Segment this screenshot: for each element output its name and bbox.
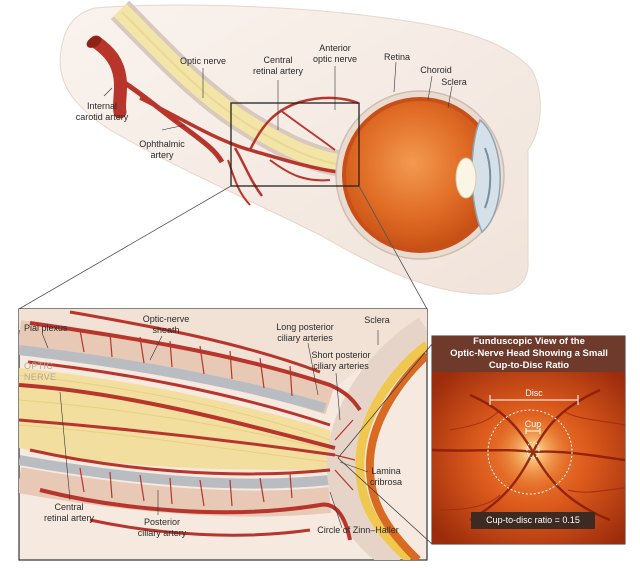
top-leader-lines (103, 61, 453, 131)
connector-lines (337, 343, 433, 545)
label-central-retinal-artery-detail: Central retinal artery (43, 502, 95, 523)
eyeball (335, 90, 505, 260)
label-central-retinal-artery: Central retinal artery (252, 55, 304, 76)
cup-to-disc-ratio: Cup-to-disc ratio = 0.15 (471, 512, 595, 529)
label-pial-plexus: Pial plexus (24, 323, 68, 333)
detail-panel (18, 308, 428, 561)
cup-label: Cup (524, 419, 542, 429)
label-optic-nerve-sheath: Optic-nerve sheath (142, 314, 190, 335)
label-circle-of-zinn-haller: Circle of Zinn–Haller (317, 525, 399, 535)
disc-label: Disc (525, 388, 543, 398)
label-optic-nerve: Optic nerve (179, 56, 227, 66)
label-sclera-detail: Sclera (364, 315, 390, 325)
zoom-lines (18, 185, 428, 310)
label-internal-carotid-artery: Internal carotid artery (75, 101, 129, 122)
label-posterior-ciliary-artery: Posterior ciliary artery (137, 517, 187, 538)
label-short-posterior-ciliary-arteries: Short posterior ciliary arteries (311, 350, 371, 371)
zoom-box (230, 102, 360, 187)
ophthalmic-artery (139, 96, 359, 206)
label-choroid: Choroid (420, 65, 452, 75)
label-lamina-cribrosa: Lamina cribrosa (369, 466, 402, 487)
label-sclera-top: Sclera (441, 77, 467, 87)
label-long-posterior-ciliary-arteries: Long posterior ciliary arteries (276, 322, 334, 343)
label-ophthalmic-artery: Ophthalmic artery (139, 139, 185, 160)
label-anterior-optic-nerve: Anterior optic nerve (312, 43, 358, 64)
optic-nerve-top (110, 0, 352, 178)
inset-title: Funduscopic View of the Optic-Nerve Head… (450, 336, 608, 371)
label-optic-nerve-detail: OPTIC NERVE (24, 361, 57, 382)
label-retina: Retina (383, 52, 410, 62)
internal-carotid-artery (86, 35, 225, 164)
